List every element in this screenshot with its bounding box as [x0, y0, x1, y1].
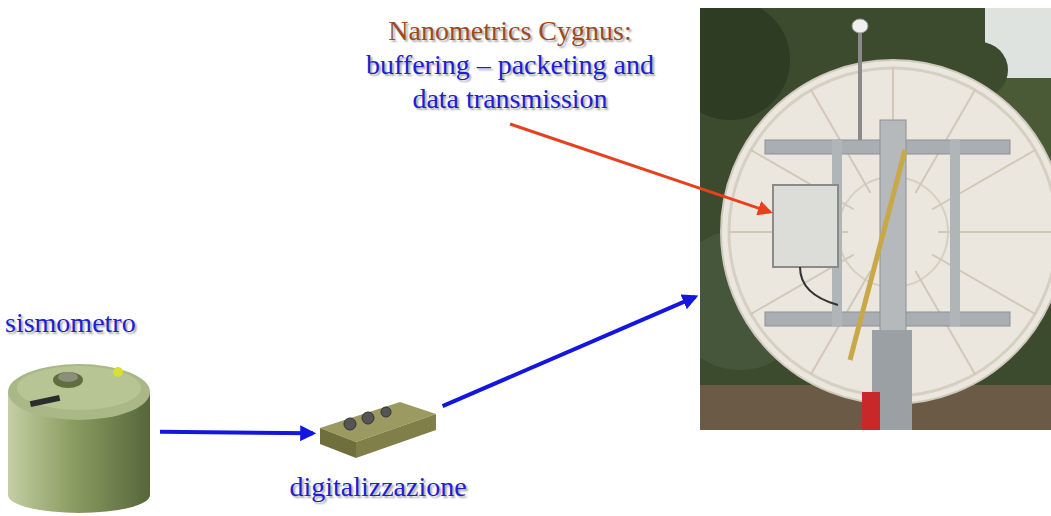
seismometer-picture [8, 364, 150, 513]
digitizer-picture [320, 402, 436, 458]
dish-photo-node: Nanometrics Cygnus:buffering – packeting… [700, 8, 1051, 430]
digitizer-node: digitalizzazione [318, 400, 438, 468]
component-label: digitalizzazione [289, 470, 466, 504]
leader-arrow [510, 124, 770, 212]
flow-arrow [160, 432, 313, 434]
callout-heading: Nanometrics Cygnus: [365, 14, 655, 48]
component-label: sismometro [5, 306, 136, 340]
seismometer-node: sismometro [5, 350, 155, 512]
callout-text: buffering – packeting and data transmiss… [365, 48, 655, 116]
flow-arrow [443, 297, 696, 406]
dish-photo [700, 8, 1051, 430]
